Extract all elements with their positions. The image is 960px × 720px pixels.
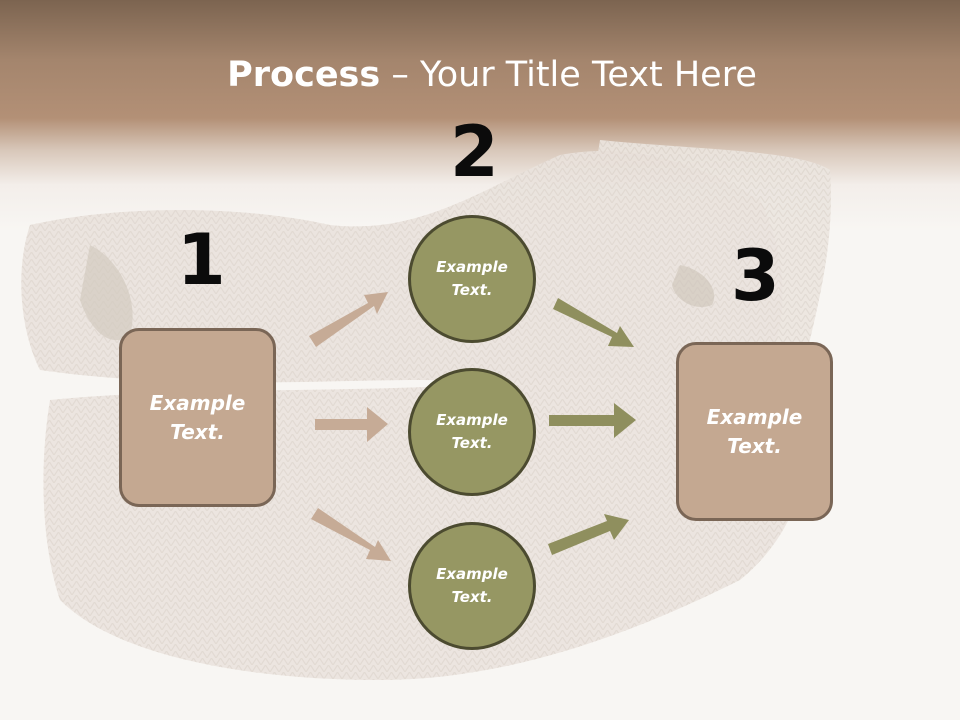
circle-top: Example Text.	[408, 215, 536, 343]
step-number-2: 2	[450, 111, 499, 193]
step-number-1: 1	[177, 219, 226, 301]
circle-bottom: Example Text.	[408, 522, 536, 650]
title-rest: – Your Title Text Here	[380, 55, 757, 95]
step-number-3: 3	[731, 235, 780, 317]
arrow-middle-to-right	[549, 403, 636, 438]
title-bold: Process	[227, 55, 381, 95]
right-process-box: Example Text.	[676, 342, 833, 521]
left-process-box: Example Text.	[119, 328, 276, 507]
circle-middle: Example Text.	[408, 368, 536, 496]
arrow-top-to-right	[553, 298, 634, 347]
slide-title: Process – Your Title Text Here	[0, 52, 960, 98]
arrow-left-to-top	[309, 292, 388, 347]
arrow-left-to-bottom	[311, 508, 391, 561]
arrow-bottom-to-right	[548, 514, 629, 555]
arrow-left-to-middle	[315, 407, 388, 442]
